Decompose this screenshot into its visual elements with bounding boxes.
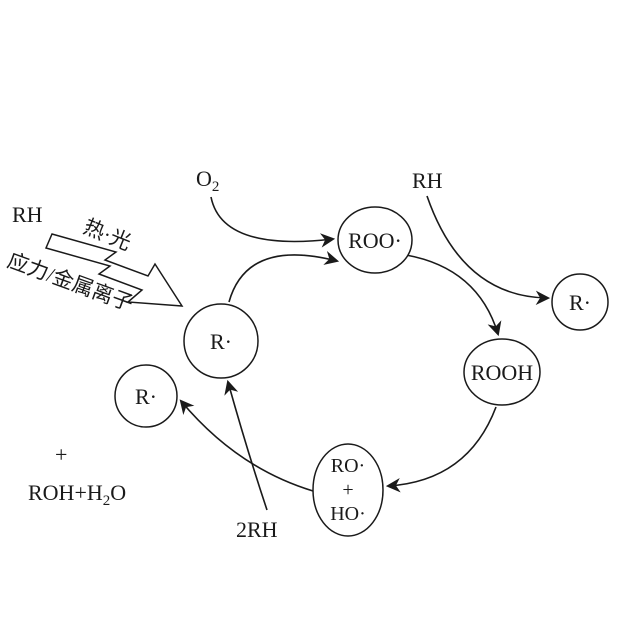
label-2rh: 2RH [236, 517, 278, 542]
node-rooh: ROOH [463, 338, 541, 406]
label-oxygen-base: O [196, 166, 212, 191]
label-oxygen-subscript: 2 [212, 179, 220, 195]
node-r-right: R· [551, 273, 609, 331]
node-r-left-label: R· [135, 384, 157, 409]
label-oxygen: O2 [196, 166, 219, 195]
label-rh-chain: RH [412, 168, 443, 193]
arrow-rcenter-to-roo [228, 250, 340, 303]
arrow-roo-to-rooh [405, 254, 502, 337]
node-ro-ho-radicals: RO· + HO· [312, 443, 384, 537]
node-ro-label: RO· [331, 455, 365, 477]
node-r-right-circle [551, 273, 609, 331]
node-r-center: R· [183, 303, 259, 379]
node-r-right-label: R· [569, 290, 591, 315]
arrow-radicals-to-rleft [179, 399, 314, 492]
node-roo-radical: ROO· [337, 206, 413, 274]
label-stress-metal-ions: 应力/金属离子 [4, 248, 136, 316]
label-byproducts-post: O [110, 480, 126, 505]
label-byproducts: ROH+H2O [28, 480, 126, 509]
node-r-left: R· [114, 364, 178, 428]
arrow-rh-to-rright [426, 195, 551, 306]
node-roo-ellipse [337, 206, 413, 274]
label-rh-initiator: RH [12, 202, 43, 227]
arrow-o2-to-roo [210, 196, 336, 248]
label-byproducts-pre: ROH+H [28, 480, 103, 505]
node-radical-plus-label: + [342, 479, 353, 501]
node-ro-ho-ellipse [312, 443, 384, 537]
node-ho-label: HO· [330, 503, 366, 525]
node-rooh-label: ROOH [471, 360, 533, 385]
label-byproducts-subscript: 2 [103, 493, 111, 509]
node-roo-label: ROO· [348, 228, 402, 253]
arrow-2rh-to-rcenter [224, 379, 268, 511]
label-plus: + [55, 442, 67, 467]
node-r-left-circle [114, 364, 178, 428]
arrow-rooh-to-radicals [385, 406, 497, 493]
node-rooh-ellipse [463, 338, 541, 406]
node-r-center-circle [183, 303, 259, 379]
lightning-initiation-arrow [44, 233, 184, 307]
node-r-center-label: R· [210, 329, 232, 354]
